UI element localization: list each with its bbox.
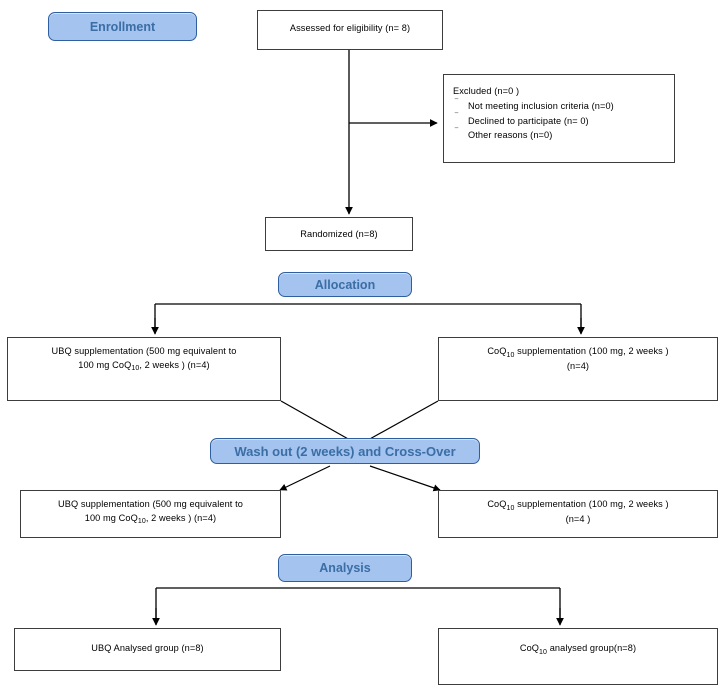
node-excluded-reason-text: Other reasons (n=0) — [468, 130, 553, 140]
dash-bullet-icon: ‾ — [455, 97, 459, 108]
stage-label-enrollment: Enrollment — [48, 12, 197, 41]
node-allocation-ubq-line2-post: , 2 weeks ) (n=4) — [139, 359, 210, 370]
stage-label-washout: Wash out (2 weeks) and Cross-Over — [210, 438, 480, 464]
node-randomized: Randomized (n=8) — [265, 217, 413, 251]
node-crossover-coq10-subscript: 10 — [506, 504, 515, 512]
connector-allocation-split — [154, 303, 582, 332]
node-crossover-ubq: UBQ supplementation (500 mg equivalent t… — [20, 490, 281, 538]
connector-washout-to-ubq-crossover — [279, 465, 331, 491]
dash-bullet-icon: ‾ — [455, 126, 459, 137]
node-excluded: Excluded (n=0 ) ‾ Not meeting inclusion c… — [443, 74, 675, 163]
node-excluded-reason-text: Declined to participate (n= 0) — [468, 115, 589, 126]
node-analysed-coq10-pre: CoQ — [519, 643, 540, 653]
node-crossover-coq10-line2: (n=4 ) — [565, 513, 591, 524]
node-assessed-for-eligibility: Assessed for eligibility (n= 8) — [257, 10, 443, 50]
stage-label-allocation-text: Allocation — [314, 277, 376, 292]
node-allocation-coq10-subscript: 10 — [506, 351, 515, 359]
stage-label-washout-text: Wash out (2 weeks) and Cross-Over — [234, 443, 456, 459]
connector-coq-to-washout — [367, 400, 439, 441]
node-allocation-ubq-line1: UBQ supplementation (500 mg equivalent t… — [51, 346, 237, 356]
node-crossover-ubq-line2-pre: 100 mg CoQ — [84, 512, 138, 523]
node-allocation-coq10-line1-pre: CoQ — [487, 346, 507, 356]
node-crossover-ubq-subscript: 10 — [137, 518, 146, 525]
stage-label-enrollment-text: Enrollment — [89, 19, 156, 34]
stage-label-analysis: Analysis — [278, 554, 412, 582]
stage-label-allocation: Allocation — [278, 272, 412, 297]
node-allocation-ubq-subscript: 10 — [131, 365, 140, 372]
node-analysed-coq10: CoQ10 analysed group(n=8) — [438, 628, 718, 685]
node-analysed-ubq: UBQ Analysed group (n=8) — [14, 628, 281, 671]
node-analysed-ubq-text: UBQ Analysed group (n=8) — [91, 643, 204, 653]
node-allocation-coq10: CoQ10 supplementation (100 mg, 2 weeks )… — [438, 337, 718, 401]
node-crossover-ubq-line1: UBQ supplementation (500 mg equivalent t… — [58, 499, 243, 509]
stage-label-analysis-text: Analysis — [319, 561, 371, 575]
node-assessed-for-eligibility-text: Assessed for eligibility (n= 8) — [289, 23, 411, 33]
node-allocation-coq10-line1-post: supplementation (100 mg, 2 weeks ) — [514, 346, 669, 356]
connector-analysis-split — [155, 587, 561, 620]
node-crossover-coq10-line1-pre: CoQ — [487, 499, 507, 509]
node-allocation-coq10-line2: (n=4) — [566, 360, 590, 371]
node-crossover-coq10-line1-post: supplementation (100 mg, 2 weeks ) — [514, 499, 669, 509]
node-analysed-coq10-subscript: 10 — [539, 648, 548, 656]
node-excluded-reason-item: ‾ Other reasons (n=0) — [453, 126, 674, 143]
node-allocation-ubq: UBQ supplementation (500 mg equivalent t… — [7, 337, 281, 401]
node-crossover-coq10: CoQ10 supplementation (100 mg, 2 weeks )… — [438, 490, 718, 538]
node-excluded-reason-item: ‾ Declined to participate (n= 0) — [453, 112, 674, 129]
node-allocation-ubq-line2-pre: 100 mg CoQ — [78, 359, 132, 370]
node-excluded-heading: Excluded (n=0 ) — [453, 86, 520, 96]
connector-washout-to-coq-crossover — [369, 465, 441, 492]
dash-bullet-icon: ‾ — [455, 112, 459, 122]
node-excluded-reason-list: ‾ Not meeting inclusion criteria (n=0) ‾ D… — [453, 97, 674, 143]
node-analysed-coq10-post: analysed group(n=8) — [547, 643, 637, 653]
connector-ubq-to-washout — [280, 400, 351, 441]
node-excluded-reason-item: ‾ Not meeting inclusion criteria (n=0) — [453, 97, 674, 114]
node-crossover-ubq-line2-post: , 2 weeks ) (n=4) — [145, 512, 217, 523]
node-excluded-reason-text: Not meeting inclusion criteria (n=0) — [468, 101, 614, 111]
node-randomized-text: Randomized (n=8) — [300, 229, 378, 239]
